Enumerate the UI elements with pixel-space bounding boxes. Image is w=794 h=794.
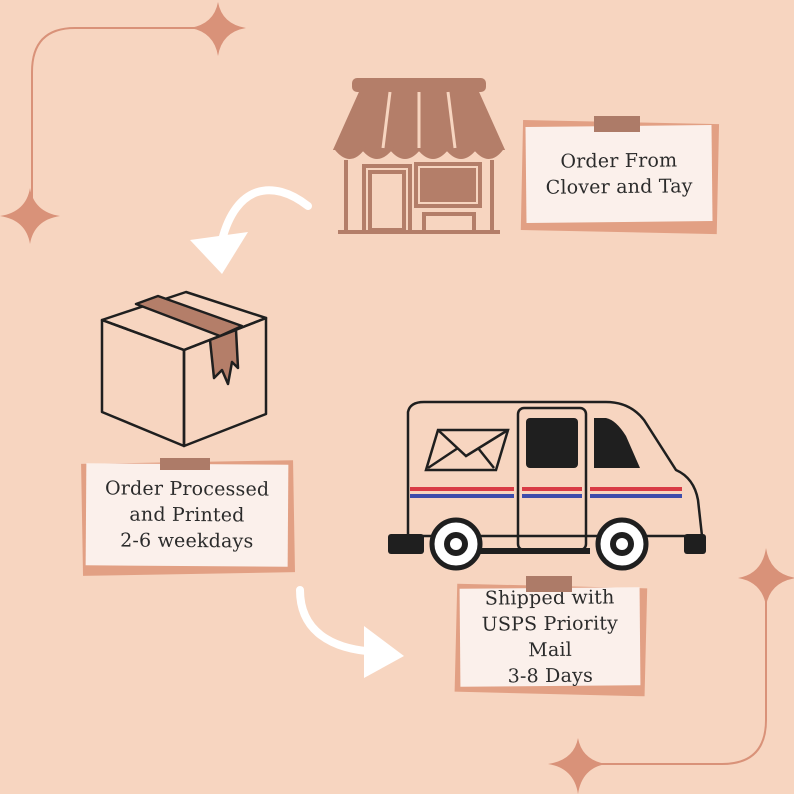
step-line: Order From xyxy=(560,149,678,173)
tape-strip xyxy=(594,116,640,132)
arrow-box-to-truck-icon xyxy=(296,586,404,678)
step-line: Order Processed xyxy=(104,477,270,501)
step-note-order: Order From Clover and Tay xyxy=(520,116,720,235)
step-note-processing: Order Processed and Printed 2-6 weekdays xyxy=(81,458,296,576)
sparkle-icon xyxy=(0,188,60,244)
sparkle-icon xyxy=(548,738,606,794)
step-line: Clover and Tay xyxy=(545,175,693,199)
step-line: and Printed xyxy=(129,503,245,527)
frame-line-bottom-right xyxy=(578,578,767,765)
sparkle-icon xyxy=(190,2,246,56)
arrow-shop-to-box-icon xyxy=(190,186,312,274)
sparkle-icon xyxy=(738,548,794,606)
step-line: USPS Priority Mail xyxy=(481,612,619,662)
step-line: 2-6 weekdays xyxy=(120,529,254,553)
step-note-shipping: Shipped with USPS Priority Mail 3-8 Days xyxy=(454,576,648,697)
step-line: 3-8 Days xyxy=(507,664,594,688)
tape-strip xyxy=(160,458,210,470)
tape-strip xyxy=(526,576,572,592)
frame-line-top-left xyxy=(31,27,218,216)
